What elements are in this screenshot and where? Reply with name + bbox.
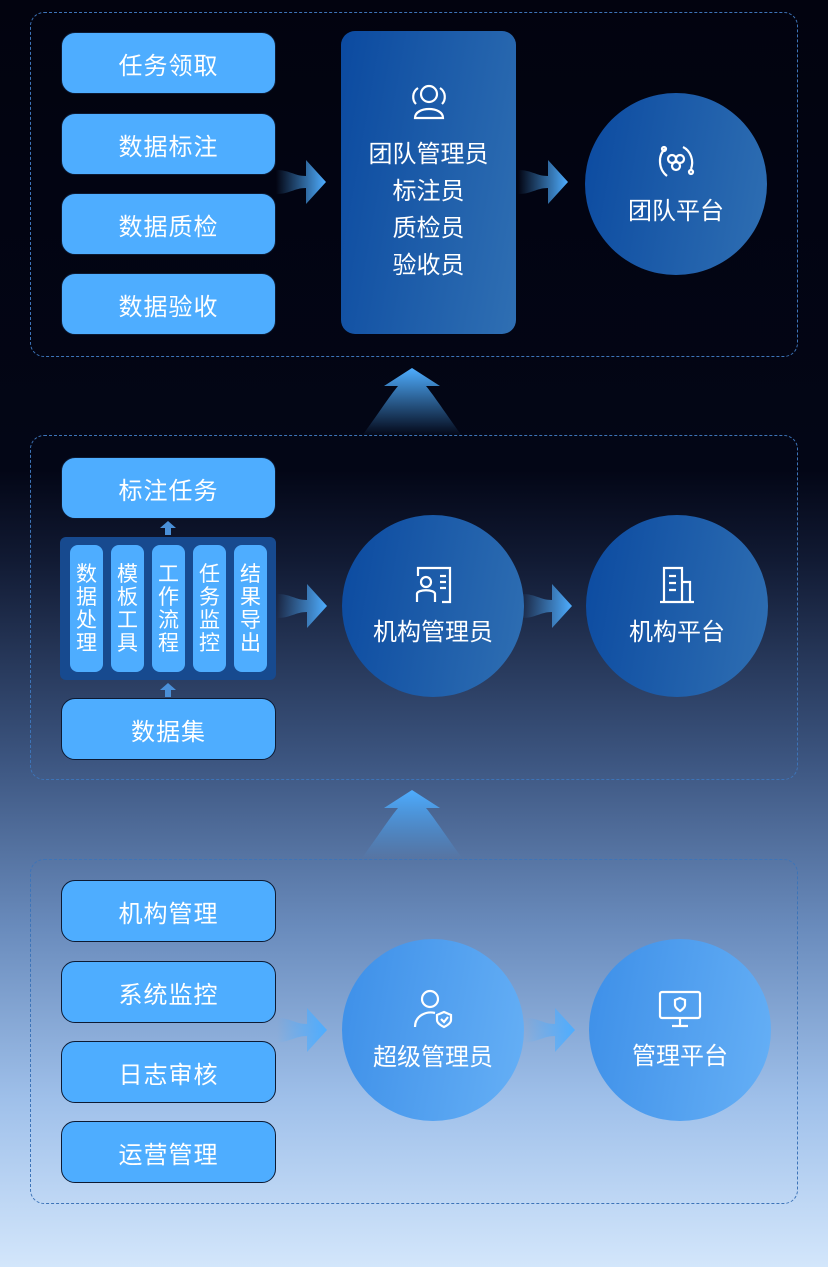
- tools-panel: 数据处理 模板工具 工作流程 任务监控 结果导出: [60, 537, 276, 680]
- tool-data-processing[interactable]: 数据处理: [70, 545, 103, 672]
- annotation-task-button[interactable]: 标注任务: [61, 457, 276, 519]
- tool-template[interactable]: 模板工具: [111, 545, 144, 672]
- admin-section: [30, 859, 798, 1204]
- up-arrow-icon: [362, 368, 462, 436]
- tool-task-monitor[interactable]: 任务监控: [193, 545, 226, 672]
- super-admin-label: 超级管理员: [373, 1042, 493, 1071]
- right-arrow-icon: [276, 156, 326, 208]
- right-arrow-icon: [525, 1004, 575, 1056]
- org-section: [30, 435, 798, 780]
- team-network-icon: [658, 145, 695, 177]
- user-shield-icon: [413, 989, 453, 1028]
- data-annotation-button[interactable]: 数据标注: [61, 113, 276, 175]
- tool-workflow[interactable]: 工作流程: [152, 545, 185, 672]
- right-arrow-icon: [277, 1004, 327, 1056]
- org-management-button[interactable]: 机构管理: [61, 880, 276, 942]
- right-arrow-icon: [522, 580, 572, 632]
- admin-platform-label: 管理平台: [632, 1041, 728, 1070]
- monitor-shield-icon: [658, 990, 702, 1027]
- team-roles-panel: 团队管理员 标注员 质检员 验收员: [341, 31, 516, 334]
- right-arrow-icon: [277, 580, 327, 632]
- team-section: [30, 12, 798, 357]
- team-platform-label: 团队平台: [628, 196, 724, 225]
- role-annotator: 标注员: [392, 176, 465, 205]
- dataset-button[interactable]: 数据集: [61, 698, 276, 760]
- org-admin-label: 机构管理员: [373, 617, 493, 646]
- users-icon: [411, 84, 446, 119]
- building-icon: [660, 566, 694, 603]
- up-arrow-icon: [362, 790, 462, 858]
- operations-button[interactable]: 运营管理: [61, 1121, 276, 1183]
- task-claim-button[interactable]: 任务领取: [61, 32, 276, 94]
- role-team-admin: 团队管理员: [368, 139, 489, 168]
- org-platform-node[interactable]: 机构平台: [586, 515, 768, 697]
- tool-result-export[interactable]: 结果导出: [234, 545, 267, 672]
- admin-card-icon: [415, 566, 452, 603]
- org-platform-label: 机构平台: [629, 617, 725, 646]
- team-platform-node[interactable]: 团队平台: [585, 93, 767, 275]
- system-monitor-button[interactable]: 系统监控: [61, 961, 276, 1023]
- log-audit-button[interactable]: 日志审核: [61, 1041, 276, 1103]
- admin-platform-node[interactable]: 管理平台: [589, 939, 771, 1121]
- data-qc-button[interactable]: 数据质检: [61, 193, 276, 255]
- data-acceptance-button[interactable]: 数据验收: [61, 273, 276, 335]
- role-qc: 质检员: [392, 213, 465, 242]
- small-up-arrow-icon: [160, 521, 176, 535]
- small-up-arrow-icon: [160, 683, 176, 697]
- super-admin-node[interactable]: 超级管理员: [342, 939, 524, 1121]
- org-admin-node[interactable]: 机构管理员: [342, 515, 524, 697]
- role-acceptor: 验收员: [392, 250, 465, 279]
- right-arrow-icon: [518, 156, 568, 208]
